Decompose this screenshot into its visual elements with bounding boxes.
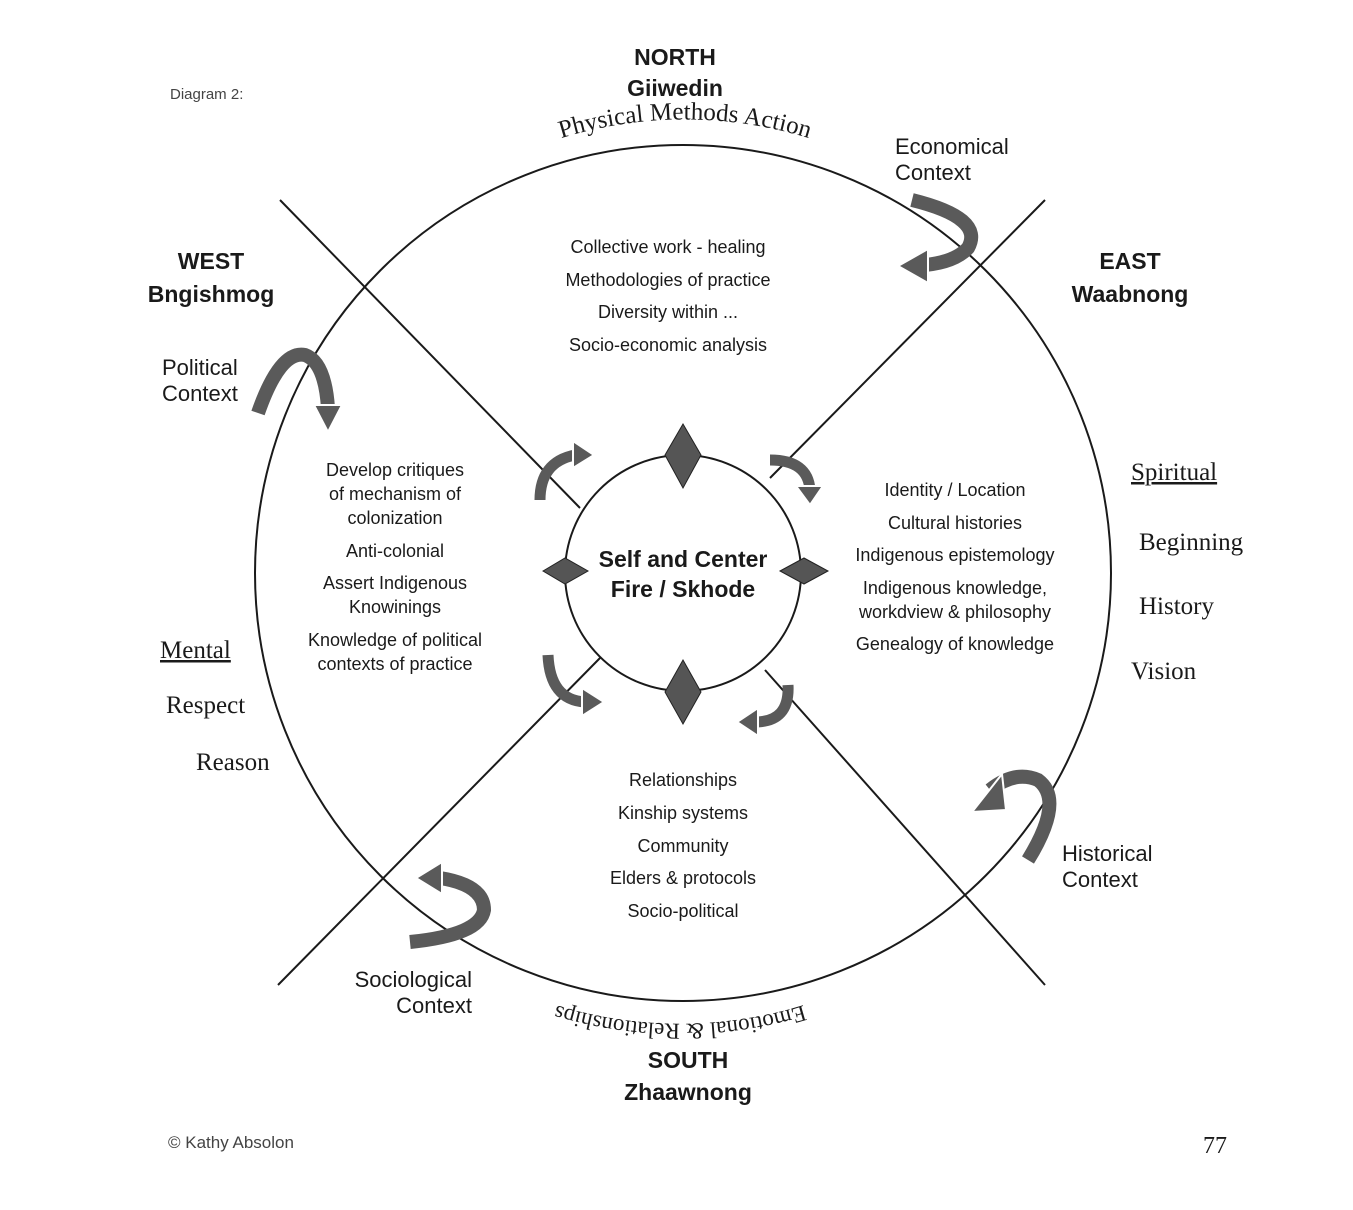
copyright: © Kathy Absolon — [168, 1133, 294, 1152]
historical-context-line2: Context — [1062, 867, 1138, 892]
east-item: workdview & philosophy — [858, 602, 1051, 622]
east-name: Waabnong — [1072, 281, 1189, 307]
outer-circle — [254, 144, 1112, 1002]
east-item: Genealogy of knowledge — [856, 634, 1054, 654]
historical-arrow — [969, 769, 1057, 864]
sociological-arrow — [409, 860, 492, 949]
diamond-east — [778, 557, 830, 585]
south-item: Socio-political — [627, 901, 738, 921]
east-aspect-vision: Vision — [1131, 658, 1197, 685]
north-title: NORTH — [634, 44, 716, 70]
inner-arrow-ne — [769, 454, 825, 507]
center-circle — [564, 454, 802, 692]
north-item: Methodologies of practice — [565, 270, 770, 290]
south-item: Elders & protocols — [610, 868, 756, 888]
north-item: Collective work - healing — [570, 237, 765, 257]
economical-context-line2: Context — [895, 160, 971, 185]
diamond-west — [542, 557, 590, 585]
sociological-context-line1: Sociological — [355, 967, 472, 992]
page-number: 77 — [1203, 1133, 1227, 1159]
historical-context-line1: Historical — [1062, 841, 1152, 866]
south-item: Community — [637, 836, 728, 856]
west-item: colonization — [347, 508, 442, 528]
inner-arrow-nw — [534, 439, 596, 501]
west-item: of mechanism of — [329, 484, 462, 504]
west-item: Assert Indigenous — [323, 573, 467, 593]
east-item: Indigenous epistemology — [855, 545, 1054, 565]
inner-arrow-sw — [542, 654, 606, 718]
diamond-south — [664, 658, 702, 726]
east-aspect-beginning: Beginning — [1139, 529, 1244, 556]
diamond-north — [664, 423, 702, 490]
economical-arrow — [895, 193, 979, 285]
north-item: Socio-economic analysis — [569, 335, 767, 355]
divider-ne — [769, 199, 1046, 479]
north-item: Diversity within ... — [598, 302, 738, 322]
south-title: SOUTH — [648, 1047, 729, 1073]
west-item: Knowinings — [349, 597, 441, 617]
north-name: Giiwedin — [627, 75, 723, 101]
east-item: Identity / Location — [884, 480, 1025, 500]
west-item: contexts of practice — [317, 654, 472, 674]
south-item: Kinship systems — [618, 803, 748, 823]
north-arc-label: Physical Methods Action — [555, 98, 815, 144]
west-item: Develop critiques — [326, 460, 464, 480]
diagram-label: Diagram 2: — [170, 86, 243, 103]
economical-context-line1: Economical — [895, 134, 1009, 159]
west-aspect-mental: Mental — [160, 637, 231, 664]
east-item: Cultural histories — [888, 513, 1022, 533]
west-name: Bngishmog — [148, 281, 275, 307]
east-item: Indigenous knowledge, — [863, 578, 1047, 598]
west-item: Anti-colonial — [346, 541, 444, 561]
east-aspect-spiritual: Spiritual — [1131, 459, 1217, 486]
west-item: Knowledge of political — [308, 630, 482, 650]
political-arrow — [251, 347, 344, 435]
political-context-line2: Context — [162, 381, 238, 406]
south-item: Relationships — [629, 770, 737, 790]
west-title: WEST — [178, 248, 244, 274]
divider-nw — [279, 199, 581, 509]
center-label-line2: Fire / Skhode — [611, 576, 755, 602]
south-arc-label: Emotional & Relationships — [551, 1000, 809, 1043]
west-aspect-reason: Reason — [196, 749, 270, 776]
east-aspect-history: History — [1139, 593, 1215, 620]
political-context-line1: Political — [162, 355, 238, 380]
center-label-line1: Self and Center — [599, 546, 768, 572]
west-aspect-respect: Respect — [166, 692, 245, 719]
sociological-context-line2: Context — [396, 993, 472, 1018]
divider-sw — [277, 657, 601, 986]
divider-se — [764, 669, 1046, 986]
east-title: EAST — [1099, 248, 1160, 274]
south-name: Zhaawnong — [624, 1079, 752, 1105]
inner-arrow-se — [735, 684, 794, 738]
